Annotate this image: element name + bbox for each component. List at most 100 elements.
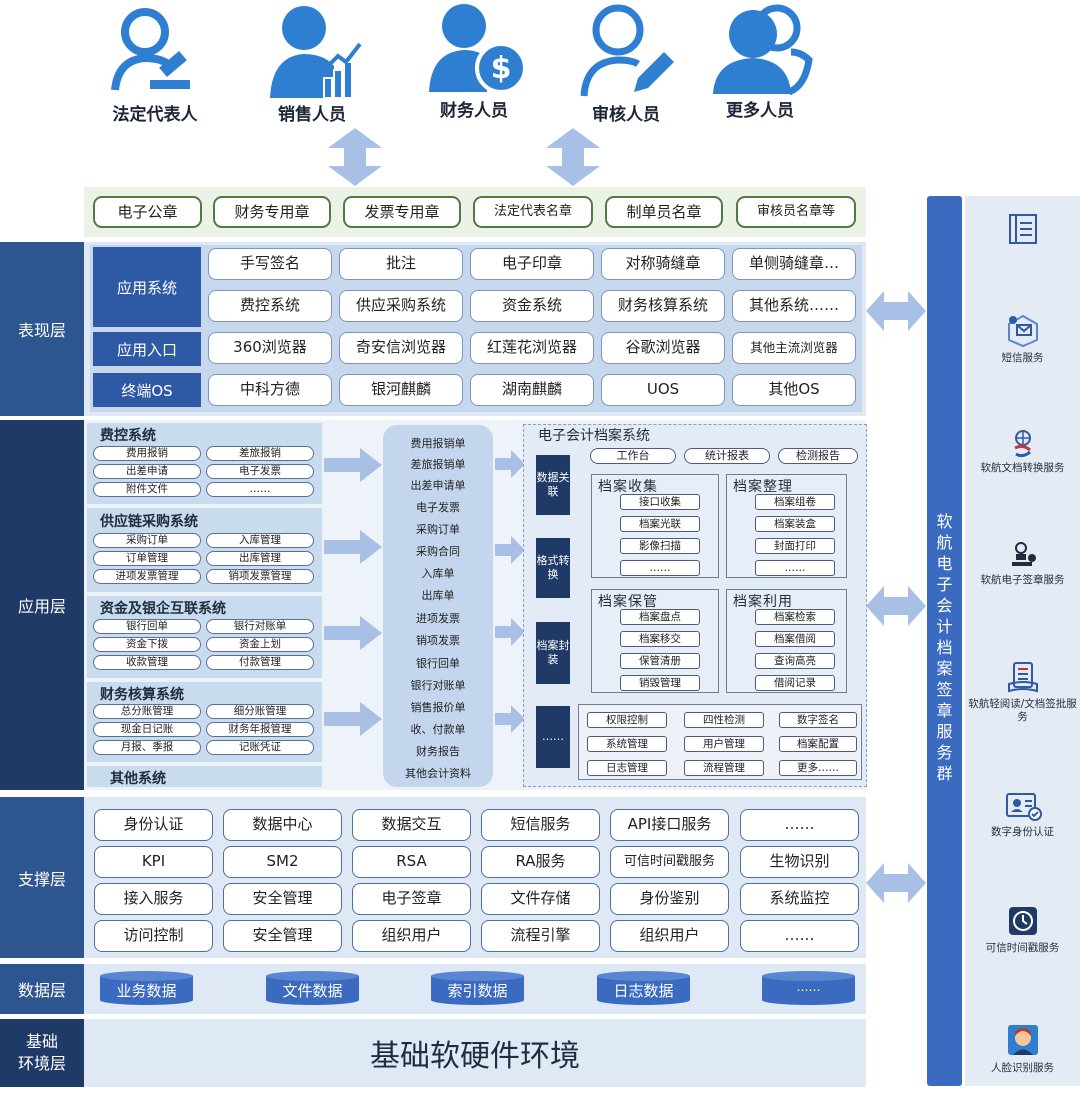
app-supply-item: 入库管理 [206, 533, 314, 548]
support-panel [84, 797, 866, 958]
support-timestamp: 可信时间戳服务 [610, 846, 729, 878]
archive-collect-item: 接口收集 [620, 494, 700, 510]
app-accounting-item: 总分账管理 [93, 704, 201, 719]
archive-use-item: 档案检索 [755, 609, 835, 625]
support-system-monitor: 系统监控 [740, 883, 859, 915]
archive-admin-item: 权限控制 [587, 712, 667, 728]
app-expense-item: 费用报销 [93, 446, 201, 461]
service-sms: 短信服务 [965, 312, 1080, 365]
layer-presentation-label: 表现层 [0, 242, 84, 416]
category-app-system: 应用系统 [93, 247, 201, 327]
support-data-exchange: 数据交互 [352, 809, 471, 841]
seal-preparer: 制单员名章 [605, 196, 723, 228]
os-zhongke-fangde: 中科方德 [208, 374, 332, 406]
service-group-title-char: 会 [936, 596, 953, 615]
app-funds-item: 资金上划 [206, 637, 314, 652]
flow-doc: 销售报价单 [410, 701, 466, 714]
support-file-storage: 文件存储 [481, 883, 600, 915]
person-dollar-icon: $ [429, 4, 527, 94]
archive-admin-item: 更多…… [779, 760, 857, 776]
archive-side-more: …… [536, 706, 570, 768]
archive-btn-workbench: 工作台 [590, 448, 676, 464]
flow-doc: 进项发票 [416, 612, 460, 625]
flow-doc: 出库单 [421, 589, 455, 602]
feature-annotation: 批注 [339, 248, 463, 280]
browser-360: 360浏览器 [208, 332, 332, 364]
support-ra: RA服务 [481, 846, 600, 878]
archive-admin-item: 日志管理 [587, 760, 667, 776]
app-funds-item: 银行对账单 [206, 619, 314, 634]
app-supply-item: 订单管理 [93, 551, 201, 566]
arrow-right-icon [495, 450, 525, 478]
support-security-mgmt: 安全管理 [223, 883, 342, 915]
archive-collect-item: 档案光联 [620, 516, 700, 532]
app-funds-title: 资金及银企互联系统 [100, 601, 226, 617]
layer-application-label: 应用层 [0, 420, 84, 790]
layer-base-text: 基础 环境层 [17, 1032, 66, 1073]
app-accounting-item: 财务年报管理 [206, 722, 314, 737]
id-card-icon [1005, 793, 1042, 821]
service-group-title: 软航电子会计档案签章服务群 [927, 511, 962, 784]
arrow-right-icon [324, 530, 382, 564]
service-group-title-char: 计 [936, 617, 953, 636]
service-label: 可信时间戳服务 [985, 942, 1060, 954]
app-expense-item: …… [206, 482, 314, 497]
service-label: 软航文档转换服务 [980, 462, 1065, 474]
support-org-users: 组织用户 [352, 920, 471, 952]
service-group-panel [965, 196, 1080, 1086]
arrow-right-icon [495, 618, 525, 646]
support-rsa: RSA [352, 846, 471, 878]
service-group-title-char: 签 [936, 680, 953, 699]
bidirectional-arrow-icon [866, 291, 926, 331]
category-app-entry: 应用入口 [93, 332, 201, 366]
service-group-title-char: 案 [936, 659, 953, 678]
flow-doc: 采购合同 [416, 545, 460, 558]
face-recognition-icon [1007, 1025, 1038, 1055]
archive-admin-item: 数字签名 [779, 712, 857, 728]
archive-collect-title: 档案收集 [598, 479, 658, 495]
app-supply-item: 销项发票管理 [206, 569, 314, 584]
service-doc-convert: 软航文档转换服务 [965, 428, 1080, 475]
feature-symmetric-perforation-seal: 对称骑缝章 [601, 248, 725, 280]
person-gavel-icon [111, 8, 190, 91]
archive-keep-item: 保管清册 [620, 653, 700, 669]
support-more: …… [740, 809, 859, 841]
os-yinhe-kylin: 银河麒麟 [339, 374, 463, 406]
system-funds: 资金系统 [470, 290, 594, 322]
app-accounting-item: 现金日记账 [93, 722, 201, 737]
datastore-label: 索引数据 [447, 982, 508, 1000]
service-group-title-char: 档 [936, 638, 953, 657]
service-timestamp: 可信时间戳服务 [965, 904, 1080, 955]
support-more-2: …… [740, 920, 859, 952]
reading-icon [1007, 662, 1038, 693]
persona-sales: 销售人员 [242, 0, 382, 125]
base-panel: 基础软硬件环境 [84, 1019, 866, 1087]
support-identity-verify: 身份鉴别 [610, 883, 729, 915]
archive-keep-title: 档案保管 [598, 594, 658, 610]
arrow-right-icon [324, 702, 382, 736]
support-identity-auth: 身份认证 [94, 809, 213, 841]
archive-collect-item: …… [620, 560, 700, 576]
service-digital-identity: 数字身份认证 [965, 790, 1080, 839]
support-kpi: KPI [94, 846, 213, 878]
support-data-center: 数据中心 [223, 809, 342, 841]
feature-electronic-seal: 电子印章 [470, 248, 594, 280]
support-biometrics: 生物识别 [740, 846, 859, 878]
app-accounting-item: 细分账管理 [206, 704, 314, 719]
flow-doc: 入库单 [421, 567, 455, 580]
feature-handwritten-signature: 手写签名 [208, 248, 332, 280]
arrow-right-icon [324, 616, 382, 650]
archive-title: 电子会计档案系统 [538, 428, 650, 444]
document-convert-icon [1013, 430, 1031, 458]
support-api: API接口服务 [610, 809, 729, 841]
app-supply-item: 采购订单 [93, 533, 201, 548]
service-group-title-char: 电 [936, 554, 953, 573]
datastore-label: 文件数据 [282, 982, 343, 1000]
flow-doc: 销项发票 [416, 634, 460, 647]
app-funds-item: 付款管理 [206, 655, 314, 670]
service-group-bar: 软航电子会计档案签章服务群 [927, 196, 962, 1086]
archive-keep-item: 档案盘点 [620, 609, 700, 625]
archive-organize-item: …… [755, 560, 835, 576]
people-group-icon [713, 4, 813, 95]
archive-keep-item: 档案移交 [620, 631, 700, 647]
